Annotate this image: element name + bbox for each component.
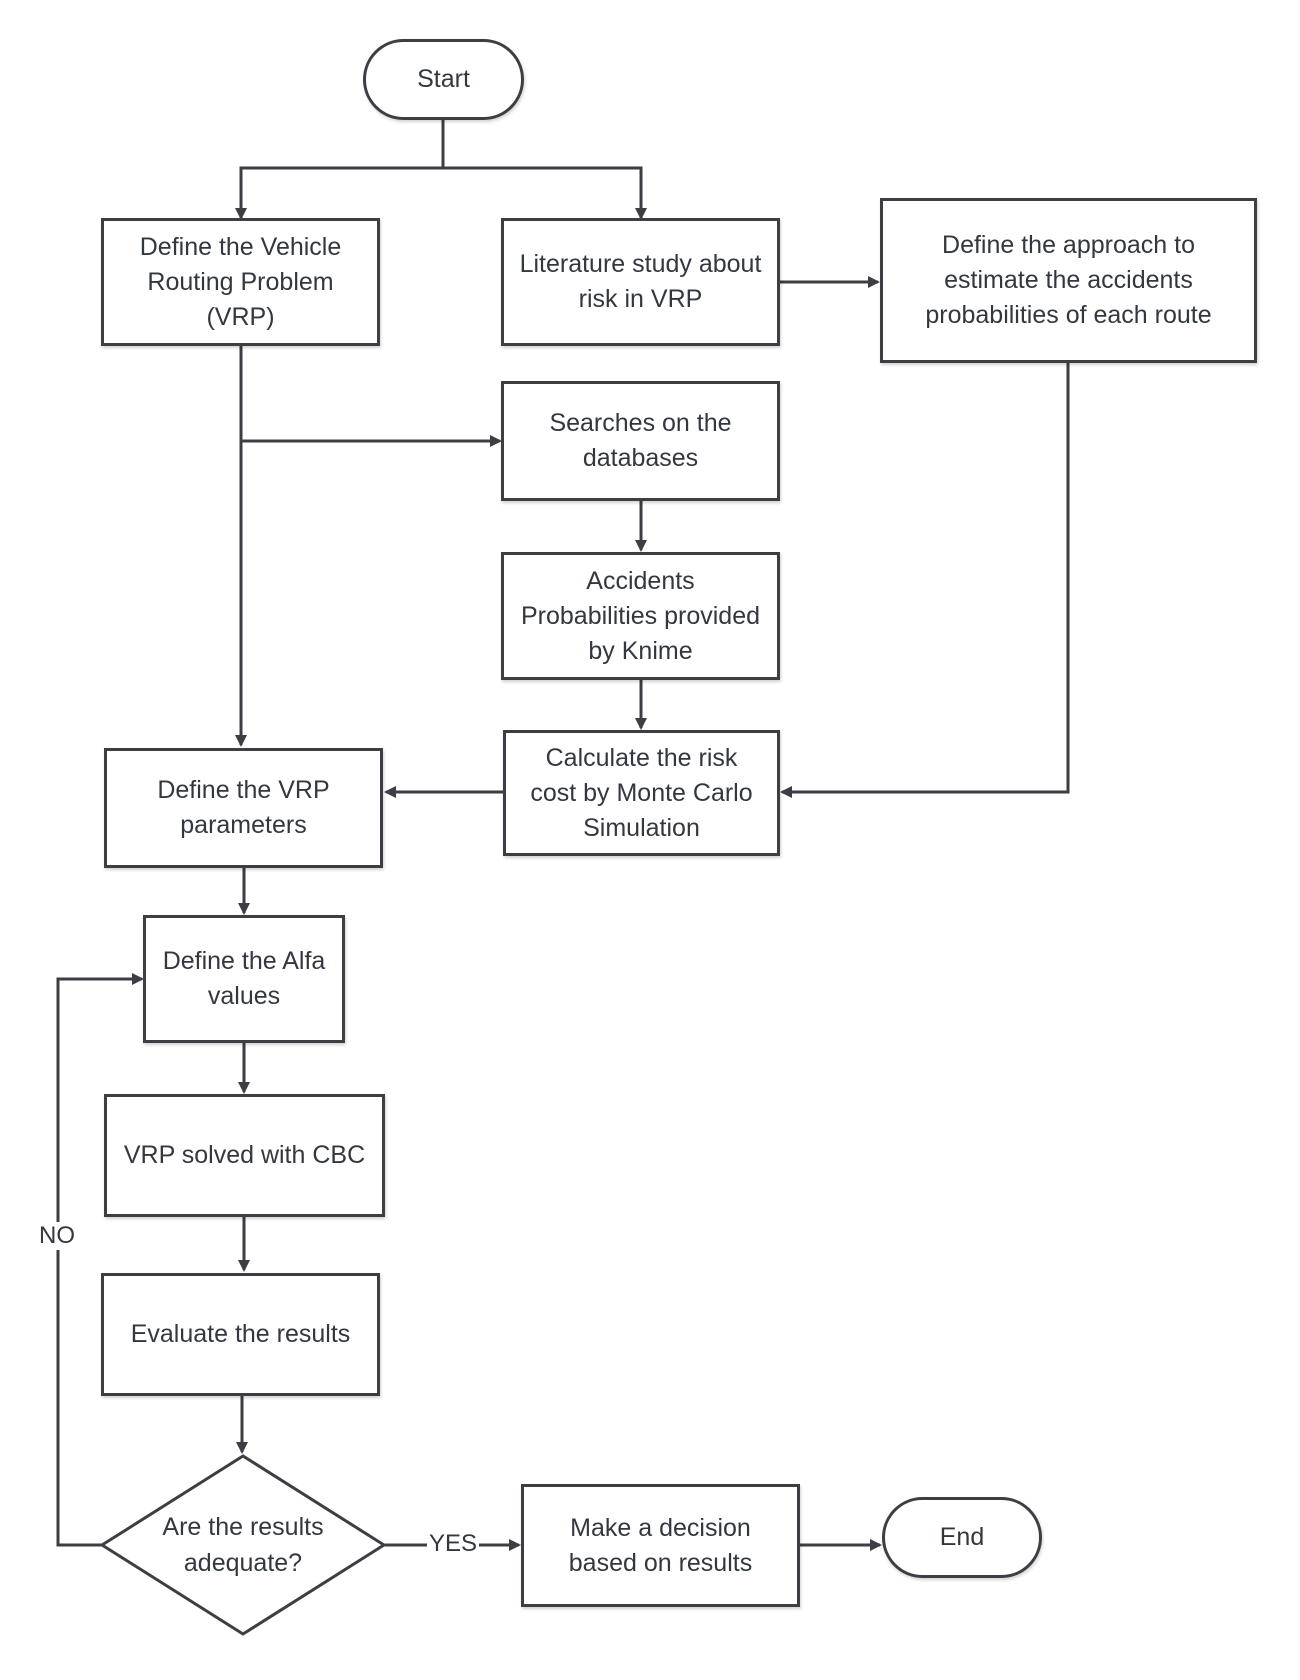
decision-diamond-shape — [99, 1454, 387, 1636]
define-alfa-label: Define the Alfa values — [162, 947, 326, 1010]
define-approach-node: Define the approach to estimate the acci… — [880, 198, 1257, 363]
accidents-probabilities-node: Accidents Probabilities provided by Knim… — [501, 552, 780, 680]
define-vrp-node: Define the Vehicle Routing Problem (VRP) — [101, 218, 380, 346]
edge-start-to-define-vrp — [235, 166, 443, 220]
decision-question-label: Are the results adequate? — [162, 1513, 324, 1577]
evaluate-results-label: Evaluate the results — [130, 1320, 351, 1348]
vrp-solved-node: VRP solved with CBC — [104, 1094, 385, 1217]
define-alfa-node: Define the Alfa values — [143, 915, 345, 1043]
make-decision-label: Make a decision based on results — [568, 1513, 753, 1577]
define-vrp-parameters-node: Define the VRP parameters — [104, 748, 383, 868]
make-decision-node: Make a decision based on results — [521, 1484, 800, 1607]
define-vrp-label: Define the Vehicle Routing Problem (VRP) — [139, 232, 342, 331]
end-label: End — [939, 1523, 985, 1551]
edge-approach-to-calculate — [780, 363, 1070, 798]
define-vrp-parameters-label: Define the VRP parameters — [157, 776, 330, 839]
define-approach-label: Define the approach to estimate the acci… — [925, 231, 1212, 329]
yes-edge-label: YES — [427, 1530, 480, 1558]
evaluate-results-node: Evaluate the results — [101, 1273, 380, 1396]
start-label: Start — [417, 65, 470, 93]
searches-node: Searches on the databases — [501, 381, 780, 501]
edge-decision-no-loop — [56, 973, 144, 1547]
literature-study-node: Literature study about risk in VRP — [501, 218, 780, 346]
start-node: Start — [363, 39, 524, 120]
accidents-probabilities-label: Accidents Probabilities provided by Knim… — [520, 566, 761, 665]
literature-study-label: Literature study about risk in VRP — [519, 250, 762, 313]
edge-start-to-literature — [443, 166, 647, 220]
vrp-solved-label: VRP solved with CBC — [123, 1141, 366, 1169]
searches-label: Searches on the databases — [549, 409, 732, 472]
calculate-risk-node: Calculate the risk cost by Monte Carlo S… — [503, 730, 780, 856]
calculate-risk-label: Calculate the risk cost by Monte Carlo S… — [530, 743, 753, 842]
end-node: End — [882, 1497, 1042, 1578]
no-edge-label: NO — [37, 1222, 77, 1250]
